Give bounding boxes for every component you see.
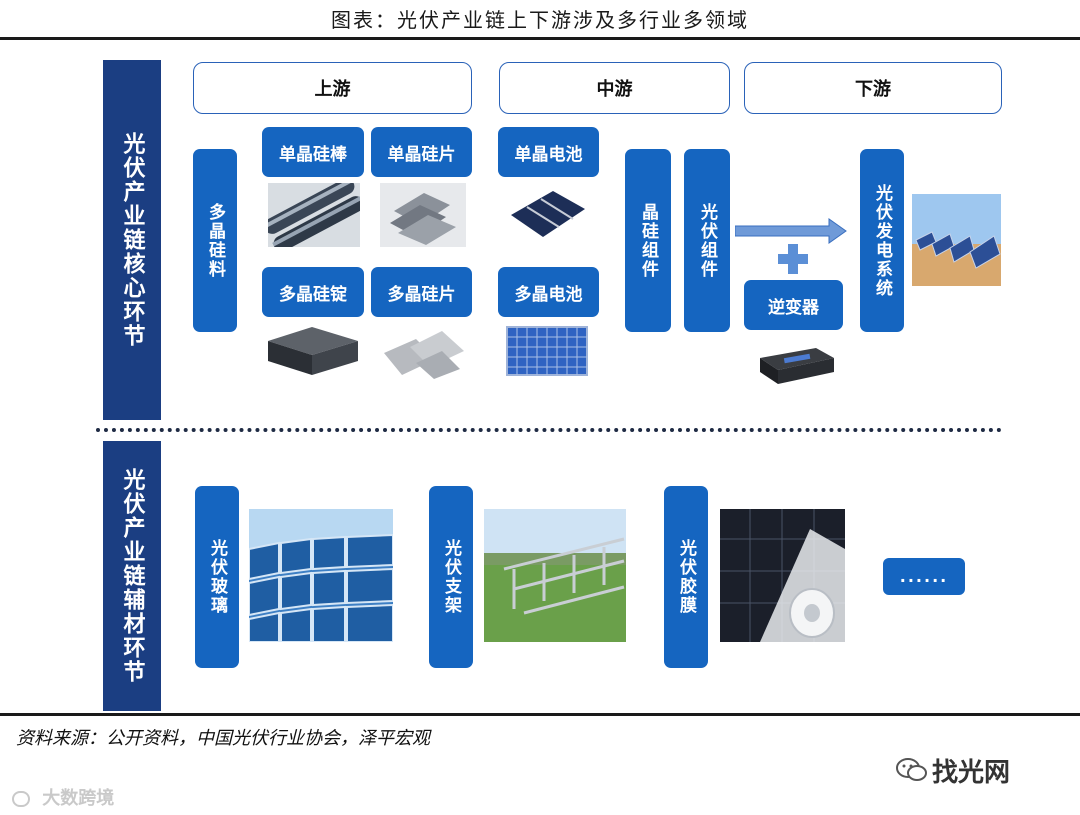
box-poly-cell: 多晶电池 bbox=[498, 267, 599, 317]
encapsulant-film-image bbox=[720, 509, 845, 642]
figure-title: 图表：光伏产业链上下游涉及多行业多领域 bbox=[0, 4, 1080, 33]
glass-facade-image bbox=[249, 509, 393, 642]
arrow-right-icon bbox=[735, 218, 847, 244]
top-rule bbox=[0, 37, 1080, 40]
box-inverter: 逆变器 bbox=[744, 280, 843, 330]
sidebar-aux-label: 光伏产业链辅材环节 bbox=[119, 468, 146, 684]
wechat-icon bbox=[896, 756, 928, 784]
sidebar-aux-segment: 光伏产业链辅材环节 bbox=[103, 441, 161, 711]
bottom-rule bbox=[0, 713, 1080, 716]
box-more: ...... bbox=[883, 558, 965, 595]
stage-downstream: 下游 bbox=[744, 62, 1002, 114]
mono-rod-image bbox=[268, 183, 360, 247]
bracket-field-image bbox=[484, 509, 626, 642]
watermark-text: 大数跨境 bbox=[42, 788, 114, 809]
inverter-image bbox=[756, 340, 836, 388]
box-crystal-module: 晶硅组件 bbox=[625, 149, 671, 332]
poly-ingot-image bbox=[262, 323, 362, 383]
watermark: 大数跨境 bbox=[12, 784, 114, 810]
source-note: 资料来源：公开资料，中国光伏行业协会，泽平宏观 bbox=[16, 724, 430, 750]
section-divider bbox=[96, 428, 1002, 432]
box-pv-glass-label: 光伏玻璃 bbox=[206, 539, 228, 615]
sidebar-core-label: 光伏产业链核心环节 bbox=[119, 132, 146, 348]
box-pv-film-label: 光伏胶膜 bbox=[675, 539, 697, 615]
box-mono-cell: 单晶电池 bbox=[498, 127, 599, 177]
stage-midstream: 中游 bbox=[499, 62, 730, 114]
box-poly-ingot: 多晶硅锭 bbox=[262, 267, 364, 317]
box-mono-rod: 单晶硅棒 bbox=[262, 127, 364, 177]
brand-name: 找光网 bbox=[932, 752, 1010, 789]
plus-icon bbox=[776, 242, 810, 276]
box-pv-module-label: 光伏组件 bbox=[696, 203, 718, 279]
box-pv-generation: 光伏发电系统 bbox=[860, 149, 904, 332]
box-pv-bracket: 光伏支架 bbox=[429, 486, 473, 668]
mono-wafer-image bbox=[380, 183, 466, 247]
sidebar-core-segment: 光伏产业链核心环节 bbox=[103, 60, 161, 420]
box-pv-film: 光伏胶膜 bbox=[664, 486, 708, 668]
box-pv-module: 光伏组件 bbox=[684, 149, 730, 332]
solar-field-image bbox=[912, 194, 1001, 286]
mono-cell-image bbox=[503, 185, 591, 245]
poly-wafer-image bbox=[380, 323, 466, 379]
box-crystal-module-label: 晶硅组件 bbox=[637, 203, 659, 279]
box-mono-wafer: 单晶硅片 bbox=[371, 127, 472, 177]
watermark-logo-icon bbox=[12, 791, 30, 807]
box-poly-material: 多晶硅料 bbox=[193, 149, 237, 332]
box-pv-generation-label: 光伏发电系统 bbox=[871, 184, 893, 298]
box-pv-bracket-label: 光伏支架 bbox=[440, 539, 462, 615]
box-poly-material-label: 多晶硅料 bbox=[204, 203, 226, 279]
stage-upstream: 上游 bbox=[193, 62, 472, 114]
poly-cell-image bbox=[503, 323, 591, 379]
box-poly-wafer: 多晶硅片 bbox=[371, 267, 472, 317]
box-pv-glass: 光伏玻璃 bbox=[195, 486, 239, 668]
